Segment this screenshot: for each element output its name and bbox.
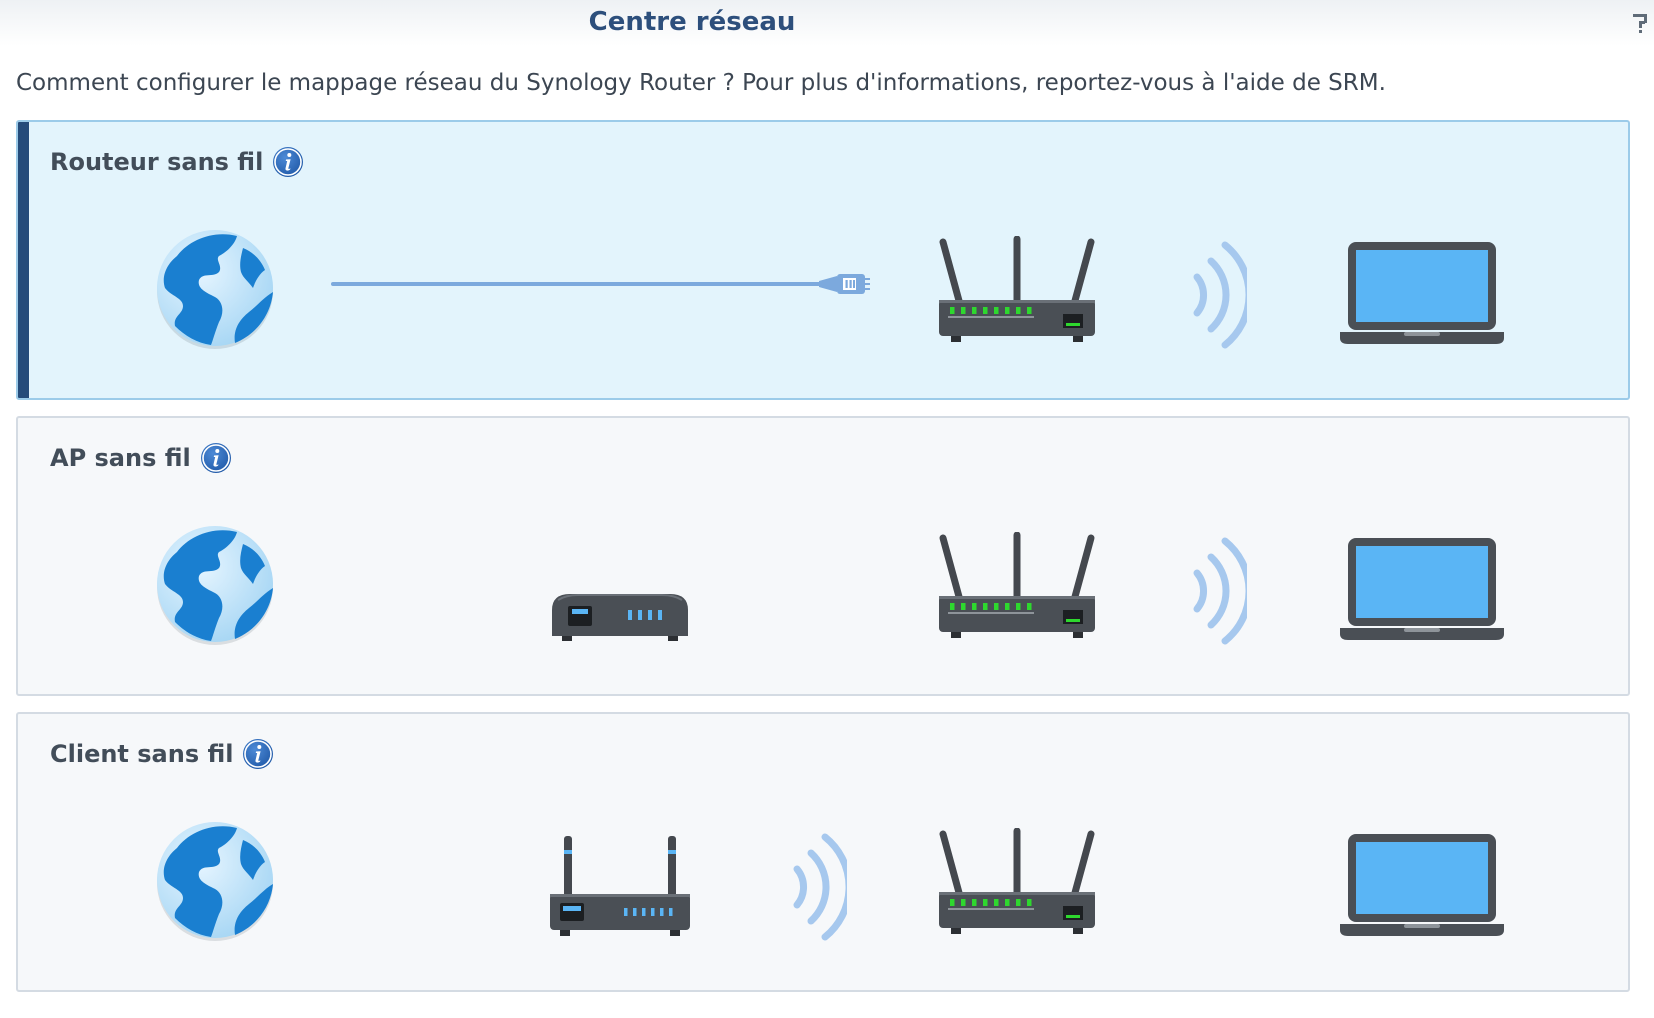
modem-icon bbox=[548, 590, 692, 642]
access-point-icon bbox=[548, 834, 692, 938]
mode-label: AP sans fil bbox=[50, 444, 191, 472]
info-icon[interactable] bbox=[242, 738, 274, 770]
globe-icon bbox=[153, 818, 277, 942]
wifi-signal-icon bbox=[787, 831, 847, 943]
mode-card-wireless-router[interactable]: Routeur sans fil bbox=[16, 120, 1630, 400]
ethernet-cable-icon bbox=[740, 568, 900, 592]
wifi-signal-icon bbox=[1187, 239, 1247, 351]
window-titlebar: Centre réseau bbox=[0, 0, 1654, 46]
globe-icon bbox=[153, 226, 277, 350]
laptop-icon bbox=[1340, 832, 1504, 940]
intro-text: Comment configurer le mappage réseau du … bbox=[16, 70, 1386, 96]
router-icon bbox=[937, 236, 1097, 348]
help-icon[interactable] bbox=[1630, 10, 1652, 36]
mode-card-header: Routeur sans fil bbox=[50, 144, 304, 180]
page-title: Centre réseau bbox=[588, 7, 796, 37]
router-icon bbox=[937, 532, 1097, 644]
mode-label: Client sans fil bbox=[50, 740, 234, 768]
info-icon[interactable] bbox=[200, 442, 232, 474]
mode-card-header: AP sans fil bbox=[50, 440, 232, 476]
mode-card-header: Client sans fil bbox=[50, 736, 274, 772]
ethernet-cable-icon bbox=[1140, 864, 1300, 888]
laptop-icon bbox=[1340, 240, 1504, 348]
wifi-signal-icon bbox=[1187, 535, 1247, 647]
mode-card-wireless-client[interactable]: Client sans fil bbox=[16, 712, 1630, 992]
mode-label: Routeur sans fil bbox=[50, 148, 264, 176]
ethernet-cable-icon bbox=[340, 568, 500, 592]
laptop-icon bbox=[1340, 536, 1504, 644]
mode-card-wireless-ap[interactable]: AP sans fil bbox=[16, 416, 1630, 696]
info-icon[interactable] bbox=[272, 146, 304, 178]
ethernet-cable-icon bbox=[340, 864, 500, 888]
router-icon bbox=[937, 828, 1097, 940]
globe-icon bbox=[153, 522, 277, 646]
ethernet-cable-icon bbox=[331, 272, 871, 296]
